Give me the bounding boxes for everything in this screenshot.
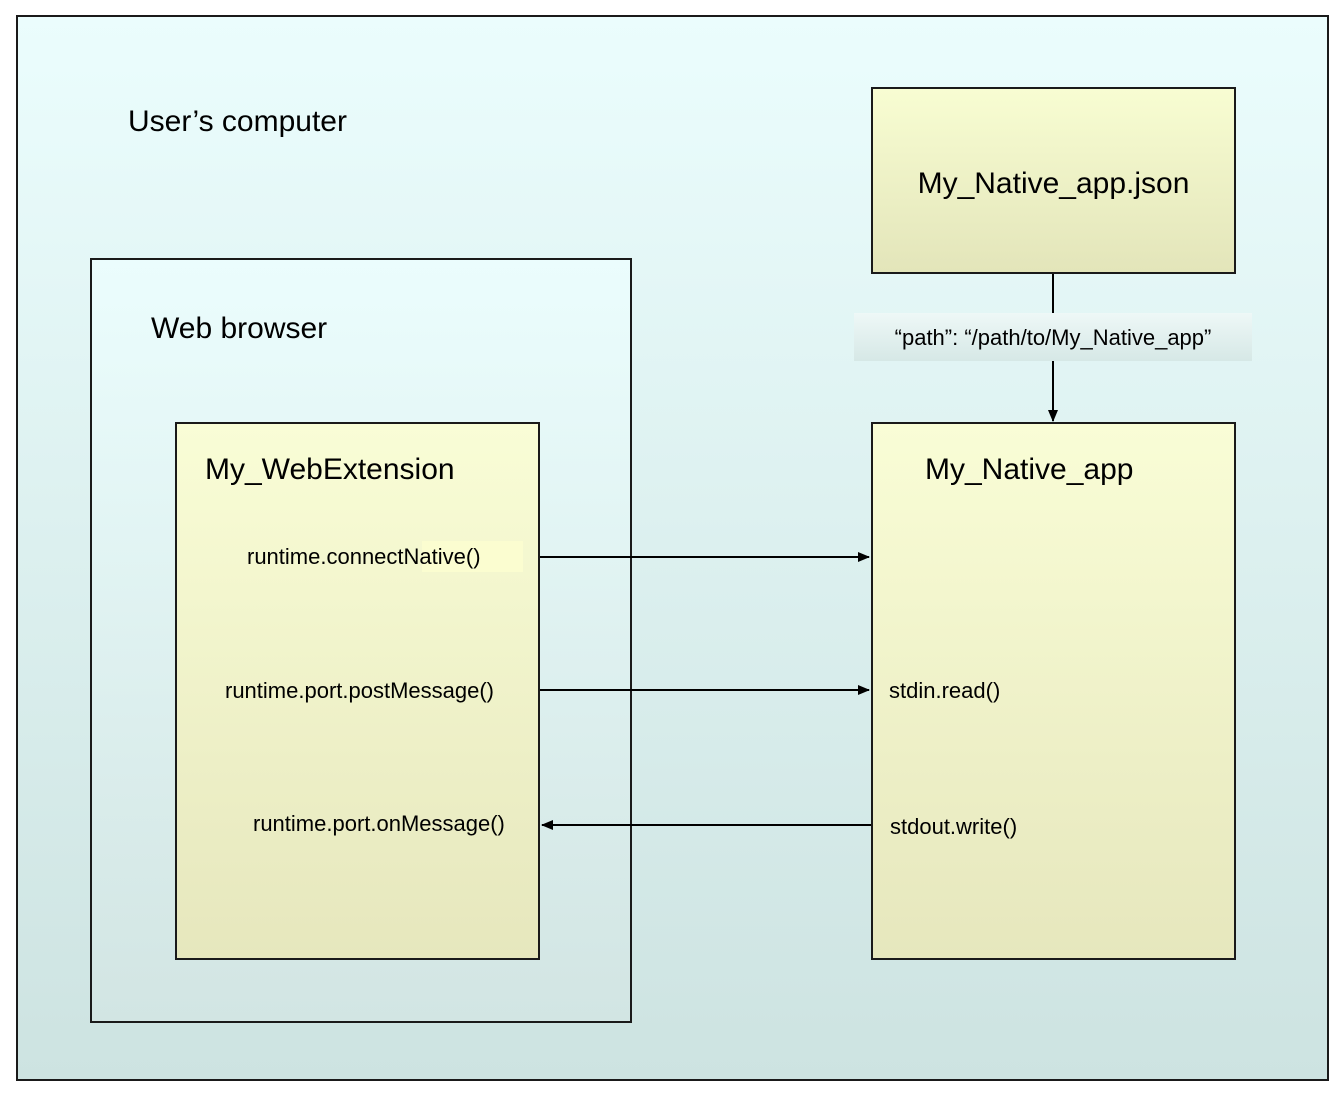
native-app-box <box>871 422 1236 960</box>
webextension-label: My_WebExtension <box>205 453 455 486</box>
connect-native-method: runtime.connectNative() <box>247 544 481 569</box>
connect-native-highlight <box>422 541 523 572</box>
stdin-read-method: stdin.read() <box>889 678 1001 703</box>
post-message-method: runtime.port.postMessage() <box>225 678 494 703</box>
stdout-write-method: stdout.write() <box>890 814 1018 839</box>
on-message-method: runtime.port.onMessage() <box>253 811 505 836</box>
path-edge-label-box: “path”: “/path/to/My_Native_app” <box>854 313 1252 361</box>
native-manifest-label: My_Native_app.json <box>917 167 1190 200</box>
path-edge-label: “path”: “/path/to/My_Native_app” <box>894 325 1212 350</box>
native-manifest-box: My_Native_app.json <box>871 87 1236 274</box>
webextension-box <box>175 422 540 960</box>
native-app-label: My_Native_app <box>925 453 1134 486</box>
web-browser-label: Web browser <box>151 312 328 345</box>
users-computer-label: User’s computer <box>128 105 347 138</box>
